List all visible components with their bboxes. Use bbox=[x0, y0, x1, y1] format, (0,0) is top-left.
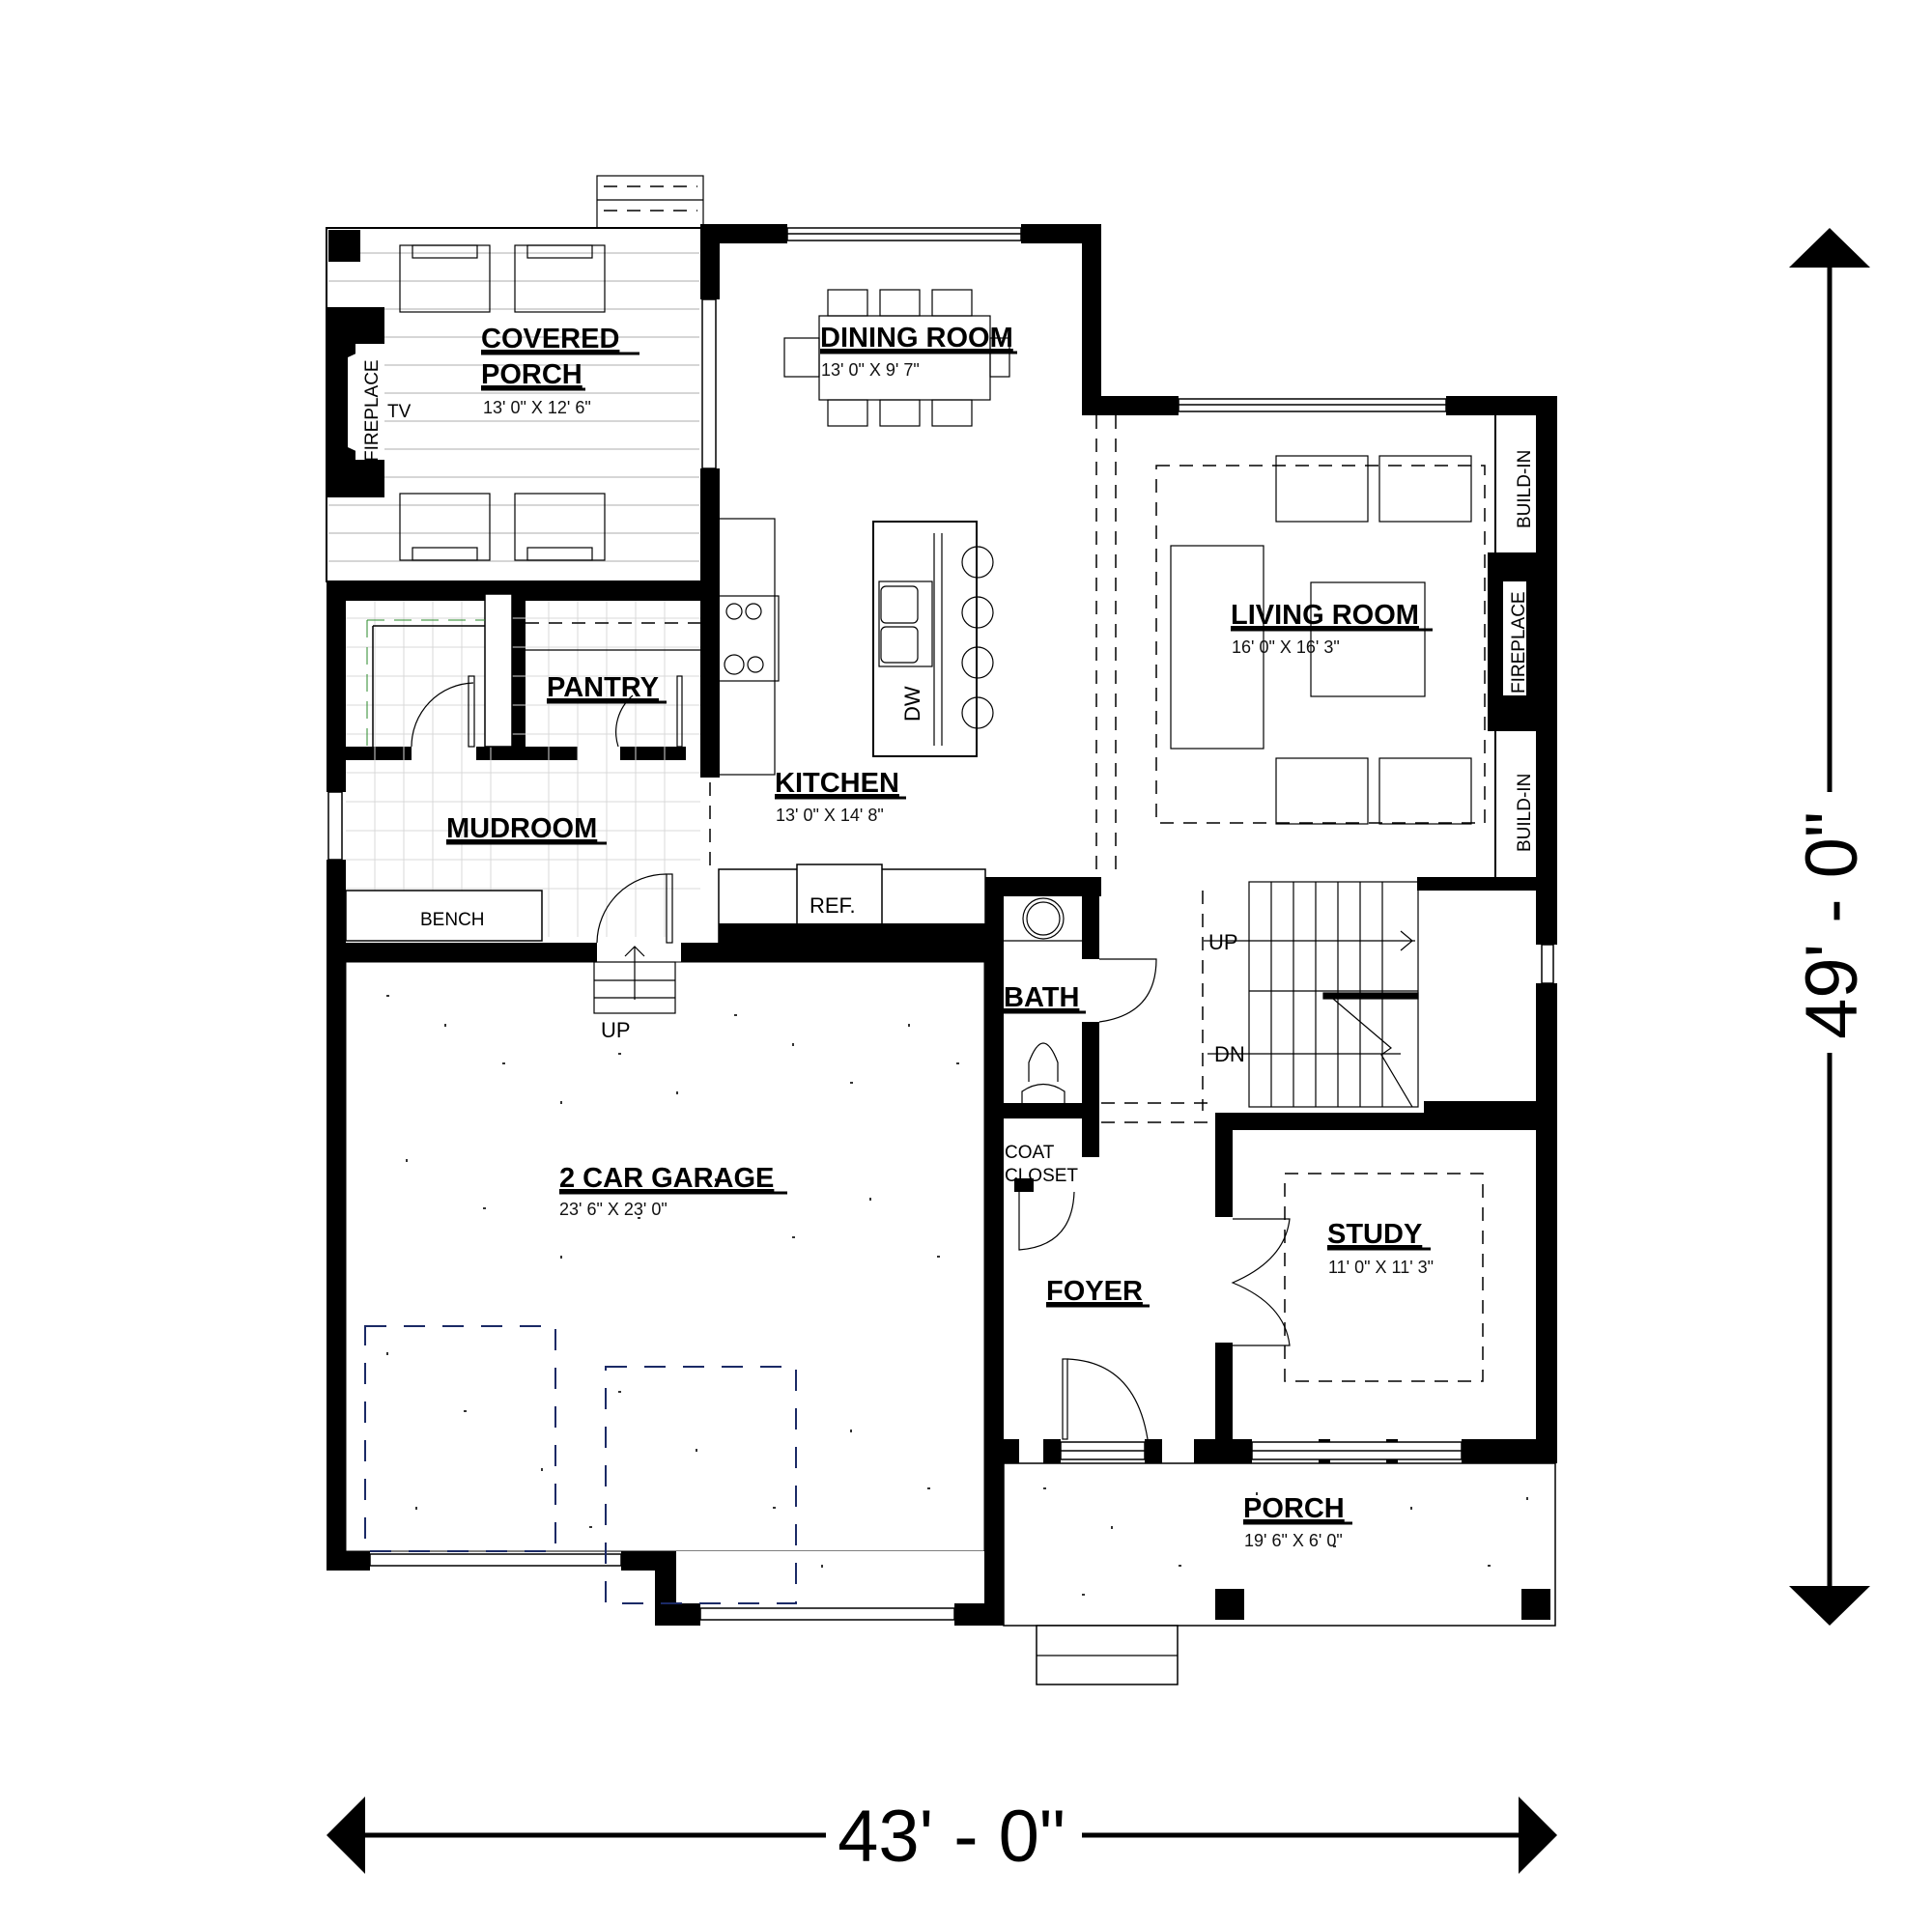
coat-closet-name-2: CLOSET bbox=[1005, 1166, 1078, 1186]
fireplace-label: FIREPLACE bbox=[362, 359, 383, 462]
arrow-left-icon bbox=[327, 1797, 365, 1874]
dining-table bbox=[783, 289, 1010, 427]
foyer-name: FOYER bbox=[1046, 1276, 1143, 1307]
dishwasher-label: DW bbox=[900, 686, 924, 722]
arrow-up-icon bbox=[1789, 228, 1870, 268]
main-stairs bbox=[1204, 881, 1419, 1108]
covered-porch-area: FIREPLACE TV COVERED PORCH 13' 0" X 12' … bbox=[326, 175, 704, 582]
living-room-name: LIVING ROOM bbox=[1231, 600, 1419, 631]
porch-column bbox=[328, 230, 360, 262]
dining-room-name: DINING ROOM bbox=[820, 323, 1013, 354]
porch-column bbox=[1215, 1589, 1244, 1620]
covered-porch-name-2: PORCH bbox=[481, 359, 582, 390]
garage-steps bbox=[593, 946, 676, 1014]
coat-closet-name: COAT bbox=[1005, 1143, 1055, 1163]
garage-dims: 23' 6" X 23' 0" bbox=[559, 1200, 668, 1219]
pantry-name: PANTRY bbox=[547, 672, 659, 703]
build-in-label: BUILD-IN bbox=[1515, 774, 1535, 852]
bath-fixtures bbox=[1004, 897, 1157, 1111]
study-name: STUDY bbox=[1327, 1219, 1422, 1250]
fireplace-label: FIREPLACE bbox=[1509, 591, 1529, 694]
bench-label: BENCH bbox=[420, 910, 485, 930]
porch-chair bbox=[399, 244, 606, 561]
kitchen-name: KITCHEN bbox=[775, 768, 899, 799]
tv-label: TV bbox=[387, 402, 412, 422]
bath-name: BATH bbox=[1004, 982, 1079, 1013]
dining-room-dims: 13' 0" X 9' 7" bbox=[821, 360, 920, 380]
stairs-down-label: DN bbox=[1214, 1042, 1245, 1066]
kitchen-counter-range bbox=[718, 518, 780, 776]
covered-porch-dims: 13' 0" X 12' 6" bbox=[483, 398, 591, 417]
garage-name: 2 CAR GARAGE bbox=[559, 1163, 774, 1194]
width-dimension: 43' - 0" bbox=[327, 1796, 1557, 1878]
study-dims: 11' 0" X 11' 3" bbox=[1328, 1258, 1434, 1277]
covered-porch-name: COVERED bbox=[481, 324, 619, 354]
walls bbox=[327, 224, 1557, 1626]
porch-column bbox=[1521, 1589, 1550, 1620]
garage-stairs-up-label: UP bbox=[601, 1018, 631, 1042]
porch-dims: 19' 6" X 6' 0" bbox=[1244, 1531, 1343, 1550]
arrow-down-icon bbox=[1789, 1586, 1870, 1626]
kitchen-dims: 13' 0" X 14' 8" bbox=[776, 806, 884, 825]
refrigerator-label: REF. bbox=[810, 893, 856, 918]
build-in-label: BUILD-IN bbox=[1515, 450, 1535, 528]
garage-floor bbox=[345, 961, 985, 1604]
living-build-ins: BUILD-IN BUILD-IN FIREPLACE bbox=[1488, 415, 1536, 877]
bench bbox=[345, 890, 543, 942]
overall-depth-label: 49' - 0" bbox=[1791, 811, 1873, 1039]
depth-dimension: 49' - 0" bbox=[1789, 228, 1873, 1626]
mudroom-name: MUDROOM bbox=[446, 813, 597, 844]
front-porch bbox=[1003, 1462, 1556, 1685]
porch-name: PORCH bbox=[1243, 1493, 1345, 1524]
windows bbox=[327, 227, 1554, 1621]
kitchen-island: DW bbox=[872, 521, 994, 757]
overall-width-label: 43' - 0" bbox=[838, 1796, 1065, 1878]
arrow-right-icon bbox=[1519, 1797, 1557, 1874]
living-furniture bbox=[1155, 455, 1486, 825]
back-steps bbox=[596, 175, 704, 229]
living-room-dims: 16' 0" X 16' 3" bbox=[1232, 637, 1340, 657]
mudroom-tile-grid bbox=[346, 601, 700, 937]
porch-fireplace: FIREPLACE bbox=[327, 307, 384, 497]
stairs-up-label: UP bbox=[1208, 930, 1238, 954]
